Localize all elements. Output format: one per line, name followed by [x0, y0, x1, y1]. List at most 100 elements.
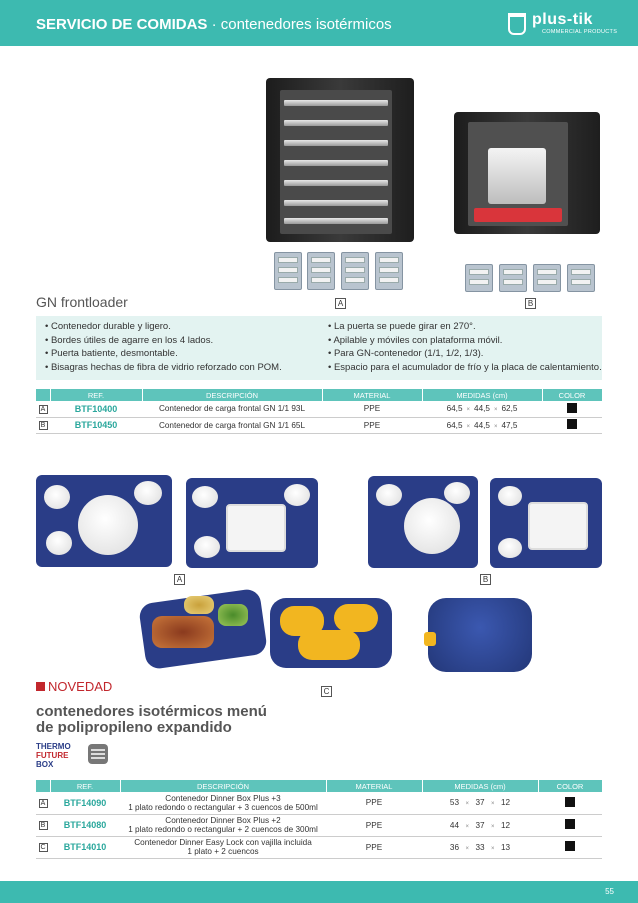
image-label-c: C [321, 686, 332, 697]
material-cell: PPE [326, 836, 422, 859]
title-line: de polipropileno expandido [36, 719, 232, 736]
image-label-b: B [480, 574, 491, 585]
row-letter: B [38, 821, 48, 830]
table-row: B BTF10450 Contenedor de carga frontal G… [36, 417, 602, 434]
ref-cell: BTF10400 [50, 401, 142, 418]
image-label-a: A [335, 298, 346, 309]
stack-icon [88, 744, 108, 764]
brand-subtitle: COMMERCIAL PRODUCTS [542, 29, 618, 35]
gn-config-thumb [341, 252, 369, 290]
material-cell: PPE [326, 792, 422, 815]
features-box: • Contenedor durable y ligero. • Bordes … [36, 316, 602, 380]
section-title-menu-containers: contenedores isotérmicos menú de polipro… [36, 704, 267, 736]
col-color: COLOR [542, 389, 603, 401]
gn-config-thumb [465, 264, 493, 292]
dinner-box-plus3-round-image [36, 475, 172, 567]
row-letter: C [38, 843, 48, 852]
feature-item: • Apilable y móviles con plataforma móvi… [328, 334, 503, 346]
color-cell [538, 814, 602, 837]
gn-config-thumb [567, 264, 595, 292]
measure-cell: 44×37×12 [422, 814, 538, 837]
image-label-a: A [174, 574, 185, 585]
gn-config-thumb [533, 264, 561, 292]
menu-containers-table: REF. DESCRIPCIÓN MATERIAL MEDIDAS (cm) C… [36, 780, 603, 859]
color-swatch [567, 402, 577, 413]
feature-item: • Para GN-contenedor (1/1, 1/2, 1/3). [328, 348, 484, 359]
food-filled-boxes-image [138, 587, 268, 671]
dinner-box-plus2-round-image [368, 476, 478, 568]
col-ref: REF. [50, 389, 143, 401]
col-material: MATERIAL [326, 780, 423, 792]
table-row: B BTF14080 Contenedor Dinner Box Plus +2… [36, 814, 602, 837]
measure-cell: 64,5×44,5×62,5 [422, 401, 542, 418]
header-title-bold: SERVICIO DE COMIDAS [36, 16, 208, 33]
feature-item: • Bordes útiles de agarre en los 4 lados… [45, 334, 214, 346]
table-row: C BTF14010 Contenedor Dinner Easy Lock c… [36, 836, 602, 859]
gn-config-thumb [375, 252, 403, 290]
frontloader-large-image [266, 78, 414, 242]
header-title-rest: · contenedores isotérmicos [207, 16, 392, 33]
feature-item: • Contenedor durable y ligero. [45, 321, 171, 332]
feature-item: • Bisagras hechas de fibra de vidrio ref… [45, 361, 282, 373]
color-swatch [565, 796, 575, 807]
table-header: REF. DESCRIPCIÓN MATERIAL MEDIDAS (cm) C… [36, 389, 603, 401]
brand-logo: plus-tik COMMERCIAL PRODUCTS [508, 11, 618, 38]
gn-config-thumb [274, 252, 302, 290]
lidded-boxes-image [268, 590, 396, 674]
novedad-text: NOVEDAD [48, 679, 113, 694]
page-footer: 55 [0, 881, 638, 903]
frontloader-table: REF. DESCRIPCIÓN MATERIAL MEDIDAS (cm) C… [36, 389, 603, 434]
color-cell [542, 417, 602, 434]
title-line: contenedores isotérmicos menú [36, 703, 267, 720]
table-row: A BTF10400 Contenedor de carga frontal G… [36, 401, 602, 418]
feature-item: • Puerta batiente, desmontable. [45, 348, 178, 359]
row-letter: A [38, 798, 48, 808]
ref-cell: BTF10450 [50, 417, 142, 434]
col-material: MATERIAL [322, 389, 423, 401]
image-label-b: B [525, 298, 536, 309]
col-medidas: MEDIDAS (cm) [422, 389, 543, 401]
page-header: SERVICIO DE COMIDAS · contenedores isoté… [0, 0, 638, 46]
measure-cell: 53×37×12 [422, 792, 538, 815]
color-cell [538, 792, 602, 815]
features-right: • La puerta se puede girar en 270°. • Ap… [328, 320, 602, 374]
desc-cell: Contenedor de carga frontal GN 1/1 65L [142, 417, 322, 434]
table-row: A BTF14090 Contenedor Dinner Box Plus +3… [36, 792, 602, 815]
col-ref: REF. [50, 780, 121, 792]
ref-cell: BTF14090 [50, 792, 120, 815]
page-number: 55 [605, 887, 614, 896]
color-cell [538, 836, 602, 859]
measure-cell: 64,5×44,5×47,5 [422, 417, 542, 434]
gn-config-thumb [307, 252, 335, 290]
feature-item: • La puerta se puede girar en 270°. [328, 321, 476, 332]
frontloader-small-image [454, 112, 600, 234]
material-cell: PPE [326, 814, 422, 837]
feature-item: • Espacio para el acumulador de frío y l… [328, 361, 602, 373]
brand-name: plus-tik [532, 11, 593, 28]
row-letter: B [38, 421, 48, 430]
desc-cell: Contenedor de carga frontal GN 1/1 93L [142, 401, 322, 418]
col-desc: DESCRIPCIÓN [142, 389, 323, 401]
novedad-square [36, 682, 45, 691]
color-swatch [565, 841, 575, 851]
measure-cell: 36×33×13 [422, 836, 538, 859]
features-left: • Contenedor durable y ligero. • Bordes … [45, 320, 282, 374]
gn-config-thumb [499, 264, 527, 292]
header-title: SERVICIO DE COMIDAS · contenedores isoté… [36, 16, 392, 33]
novedad-label: NOVEDAD [36, 679, 112, 694]
material-cell: PPE [322, 401, 422, 418]
color-swatch [567, 419, 577, 429]
ref-cell: BTF14080 [50, 814, 120, 837]
thermo-future-box-logo: THERMO FUTURE BOX [36, 742, 71, 769]
table-header: REF. DESCRIPCIÓN MATERIAL MEDIDAS (cm) C… [36, 780, 603, 792]
section-title-gn-frontloader: GN frontloader [36, 294, 128, 310]
col-color: COLOR [538, 780, 603, 792]
col-desc: DESCRIPCIÓN [120, 780, 327, 792]
color-cell [542, 401, 602, 418]
material-cell: PPE [322, 417, 422, 434]
row-letter: A [38, 404, 48, 414]
ref-cell: BTF14010 [50, 836, 120, 859]
col-medidas: MEDIDAS (cm) [422, 780, 539, 792]
